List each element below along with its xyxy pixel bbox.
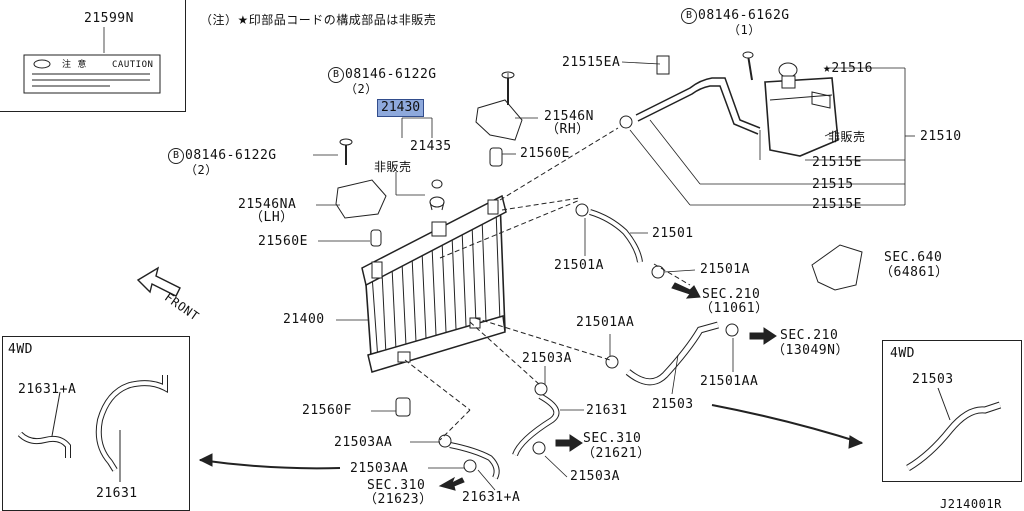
label-sec310-a: SEC.310 (583, 431, 642, 446)
label-21546NA-sub: （LH） (250, 210, 294, 225)
inset-left-label-21631A: 21631+A (18, 382, 77, 397)
label-21560F: 21560F (302, 403, 352, 418)
inset-right-hose (906, 387, 1002, 472)
label-21501A-1: 21501A (554, 258, 604, 273)
mount-21560F (395, 397, 411, 417)
diagram-code: J214001R (940, 497, 1002, 511)
label-21503AA-2: 21503AA (350, 461, 409, 476)
label-21546NA: 21546NA (238, 197, 297, 212)
caution-jp-text: 注 意 (62, 60, 87, 70)
label-hanbai-tank: 非販売 (828, 130, 866, 144)
label-21516: ★21516 (823, 61, 873, 76)
label-sec310-b-sub: （21623） (364, 492, 433, 507)
label-08146-6122G-left-qty: （2） (185, 163, 218, 177)
label-21515E-1: 21515E (812, 155, 862, 170)
label-hanbai-cap: 非販売 (374, 160, 412, 174)
bracket-64861 (811, 244, 863, 291)
label-08146-6122G-left: 08146-6122G (185, 148, 277, 163)
hose-21515 (635, 77, 761, 129)
label-21503A-2: 21503A (570, 469, 620, 484)
inset-right-title: 4WD (890, 346, 915, 361)
reservoir-tank-21510 (742, 51, 839, 157)
inset-4wd-left (2, 336, 190, 511)
label-21631A: 21631+A (462, 490, 521, 505)
label-21631: 21631 (586, 403, 628, 418)
bolt-icon: B (681, 8, 697, 24)
label-08146-6122G-top: 08146-6122G (345, 67, 437, 82)
label-21501AA-1: 21501AA (576, 315, 635, 330)
caution-label-21599N (23, 54, 161, 94)
radiator-21400 (361, 194, 507, 373)
label-sec640-sub: （64861） (880, 265, 949, 280)
caution-en-text: CAUTION (112, 60, 154, 70)
label-21599N: 21599N (84, 11, 134, 26)
mount-21560E-left (370, 229, 382, 247)
label-21515E-2: 21515E (812, 197, 862, 212)
label-21546N: 21546N (544, 109, 594, 124)
label-21501: 21501 (652, 226, 694, 241)
bolt-icon: B (168, 148, 184, 164)
label-sec210-a: SEC.210 (702, 287, 761, 302)
label-sec640: SEC.640 (884, 250, 943, 265)
label-21546N-sub: （RH） (546, 122, 590, 137)
label-21503: 21503 (652, 397, 694, 412)
bracket-21546N (475, 71, 523, 141)
hose-21501 (589, 209, 643, 263)
label-sec210-b: SEC.210 (780, 328, 839, 343)
bracket-21546NA (335, 138, 387, 219)
label-21515: 21515 (812, 177, 854, 192)
inset-left-label-21631: 21631 (96, 486, 138, 501)
label-08146-6162G: 08146-6162G (698, 8, 790, 23)
label-21560E-left: 21560E (258, 234, 308, 249)
label-21510: 21510 (920, 129, 962, 144)
label-21503A-1: 21503A (522, 351, 572, 366)
caution-label-box (0, 0, 186, 112)
label-21430-highlighted: 21430 (377, 99, 425, 117)
label-sec310-a-sub: （21621） (582, 446, 651, 461)
label-21435: 21435 (410, 139, 452, 154)
label-21503AA-1: 21503AA (334, 435, 393, 450)
label-08146-6122G-top-qty: （2） (345, 82, 378, 96)
bolt-icon: B (328, 67, 344, 83)
label-21400: 21400 (283, 312, 325, 327)
inset-4wd-right (882, 340, 1022, 482)
label-21515EA: 21515EA (562, 55, 621, 70)
note-text: （注）★印部品コードの構成部品は非販売 (200, 13, 437, 27)
label-08146-6162G-qty: （1） (728, 23, 761, 37)
label-21501A-2: 21501A (700, 262, 750, 277)
inset-left-title: 4WD (8, 342, 33, 357)
label-21560E-right: 21560E (520, 146, 570, 161)
mount-21560E-right (489, 147, 503, 167)
label-21501AA-2: 21501AA (700, 374, 759, 389)
label-sec210-a-sub: （11061） (700, 301, 769, 316)
inset-left-hoses (17, 375, 168, 482)
radiator-cap (429, 179, 445, 211)
label-sec210-b-sub: （13049N） (772, 343, 849, 358)
label-sec310-b: SEC.310 (367, 478, 426, 493)
inset-right-label-21503: 21503 (912, 372, 954, 387)
